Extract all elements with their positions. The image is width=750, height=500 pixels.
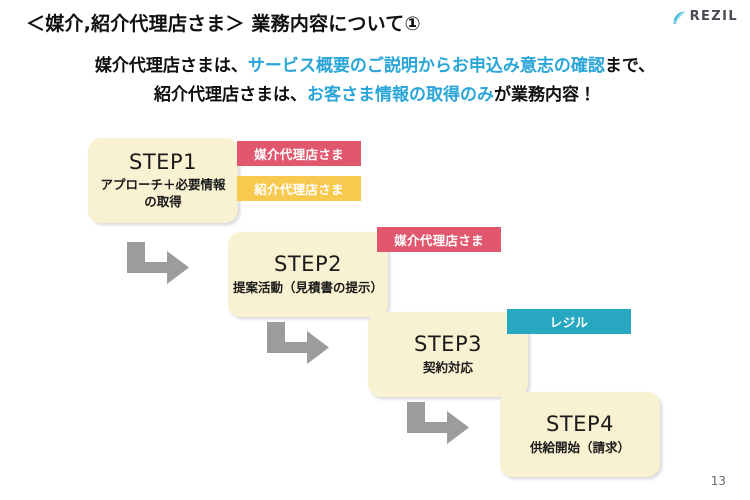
lead-line-2-post: が業務内容！ — [494, 85, 596, 105]
badge-step1-brokerage-agency: 媒介代理店さま — [237, 141, 361, 166]
lead-line-2: 紹介代理店さまは、お客さま情報の取得のみが業務内容！ — [0, 81, 750, 110]
brand-logo: REZIL — [672, 9, 738, 24]
arrow-step2-to-step3 — [267, 322, 329, 364]
step-subtitle-step4: 供給開始（請求） — [529, 439, 630, 455]
page-title: ＜媒介,紹介代理店さま＞ 業務内容について① — [26, 13, 421, 35]
brand-logo-text: REZIL — [689, 9, 738, 24]
step-subtitle-step2: 提案活動（見積書の提示） — [232, 279, 383, 295]
step-title-step1: STEP1 — [129, 150, 197, 175]
badge-step3-rezil: レジル — [507, 309, 631, 334]
step-title-step4: STEP4 — [546, 412, 614, 437]
step-subtitle-step1: アプローチ＋必要情報 の取得 — [100, 177, 226, 210]
lead-line-2-highlight: お客さま情報の取得のみ — [307, 85, 494, 105]
badge-step1-referral-agency: 紹介代理店さま — [237, 176, 361, 201]
step-box-step3: STEP3 契約対応 — [368, 312, 528, 397]
badge-step2-brokerage-agency: 媒介代理店さま — [377, 227, 501, 252]
step-box-step4: STEP4 供給開始（請求） — [500, 392, 660, 477]
lead-line-1: 媒介代理店さまは、サービス概要のご説明からお申込み意志の確認まで、 — [0, 52, 750, 81]
arrow-step3-to-step4 — [407, 402, 469, 444]
rezil-swoosh-icon — [672, 10, 686, 23]
lead-line-1-highlight: サービス概要のご説明からお申込み意志の確認 — [247, 56, 605, 76]
step-box-step2: STEP2 提案活動（見積書の提示） — [228, 232, 388, 317]
arrow-step1-to-step2 — [127, 242, 189, 284]
step-title-step2: STEP2 — [274, 252, 342, 277]
lead-line-1-post: まで、 — [604, 56, 656, 76]
page-number: 13 — [710, 474, 726, 488]
step-title-step3: STEP3 — [414, 332, 482, 357]
step-box-step1: STEP1 アプローチ＋必要情報 の取得 — [88, 138, 238, 223]
lead-paragraph: 媒介代理店さまは、サービス概要のご説明からお申込み意志の確認まで、 紹介代理店さ… — [0, 52, 750, 110]
lead-line-1-pre: 媒介代理店さまは、 — [94, 56, 248, 76]
lead-line-2-pre: 紹介代理店さまは、 — [154, 85, 307, 105]
step-subtitle-step3: 契約対応 — [422, 359, 473, 375]
